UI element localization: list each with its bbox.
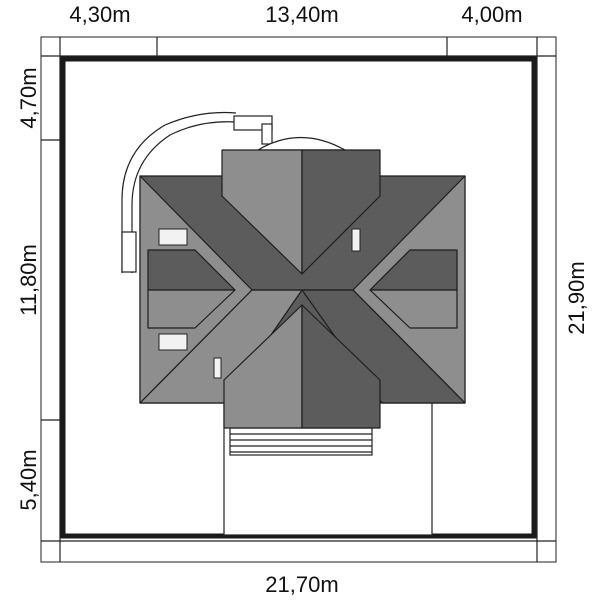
dimension-label-top-center: 13,40m <box>265 2 338 27</box>
side-step <box>121 231 137 273</box>
plot-boundary <box>60 56 537 539</box>
curved-walkway-outer <box>121 111 237 273</box>
roof-wing-right-bottom <box>369 289 458 329</box>
curved-walkway-inner <box>131 121 237 273</box>
dimension-label-left-bottom: 5,40m <box>16 449 41 510</box>
dimension-frame <box>40 36 557 563</box>
dimension-label-top-left: 4,30m <box>69 2 130 27</box>
walkway-post <box>261 123 273 145</box>
skylight <box>158 333 188 351</box>
dimension-label-right: 21,90m <box>564 261 589 334</box>
entry-steps <box>229 427 373 456</box>
dimension-label-top-right: 4,00m <box>461 2 522 27</box>
roof-wing-left-bottom <box>147 289 236 329</box>
skylight <box>351 228 361 252</box>
skylight <box>213 357 222 379</box>
dimension-label-left-middle: 11,80m <box>16 244 41 316</box>
skylight <box>158 228 188 246</box>
dimension-label-bottom: 21,70m <box>265 572 338 597</box>
house-roof <box>139 149 466 429</box>
dimension-label-left-top: 4,70m <box>16 67 41 128</box>
roof-dome <box>255 136 348 151</box>
